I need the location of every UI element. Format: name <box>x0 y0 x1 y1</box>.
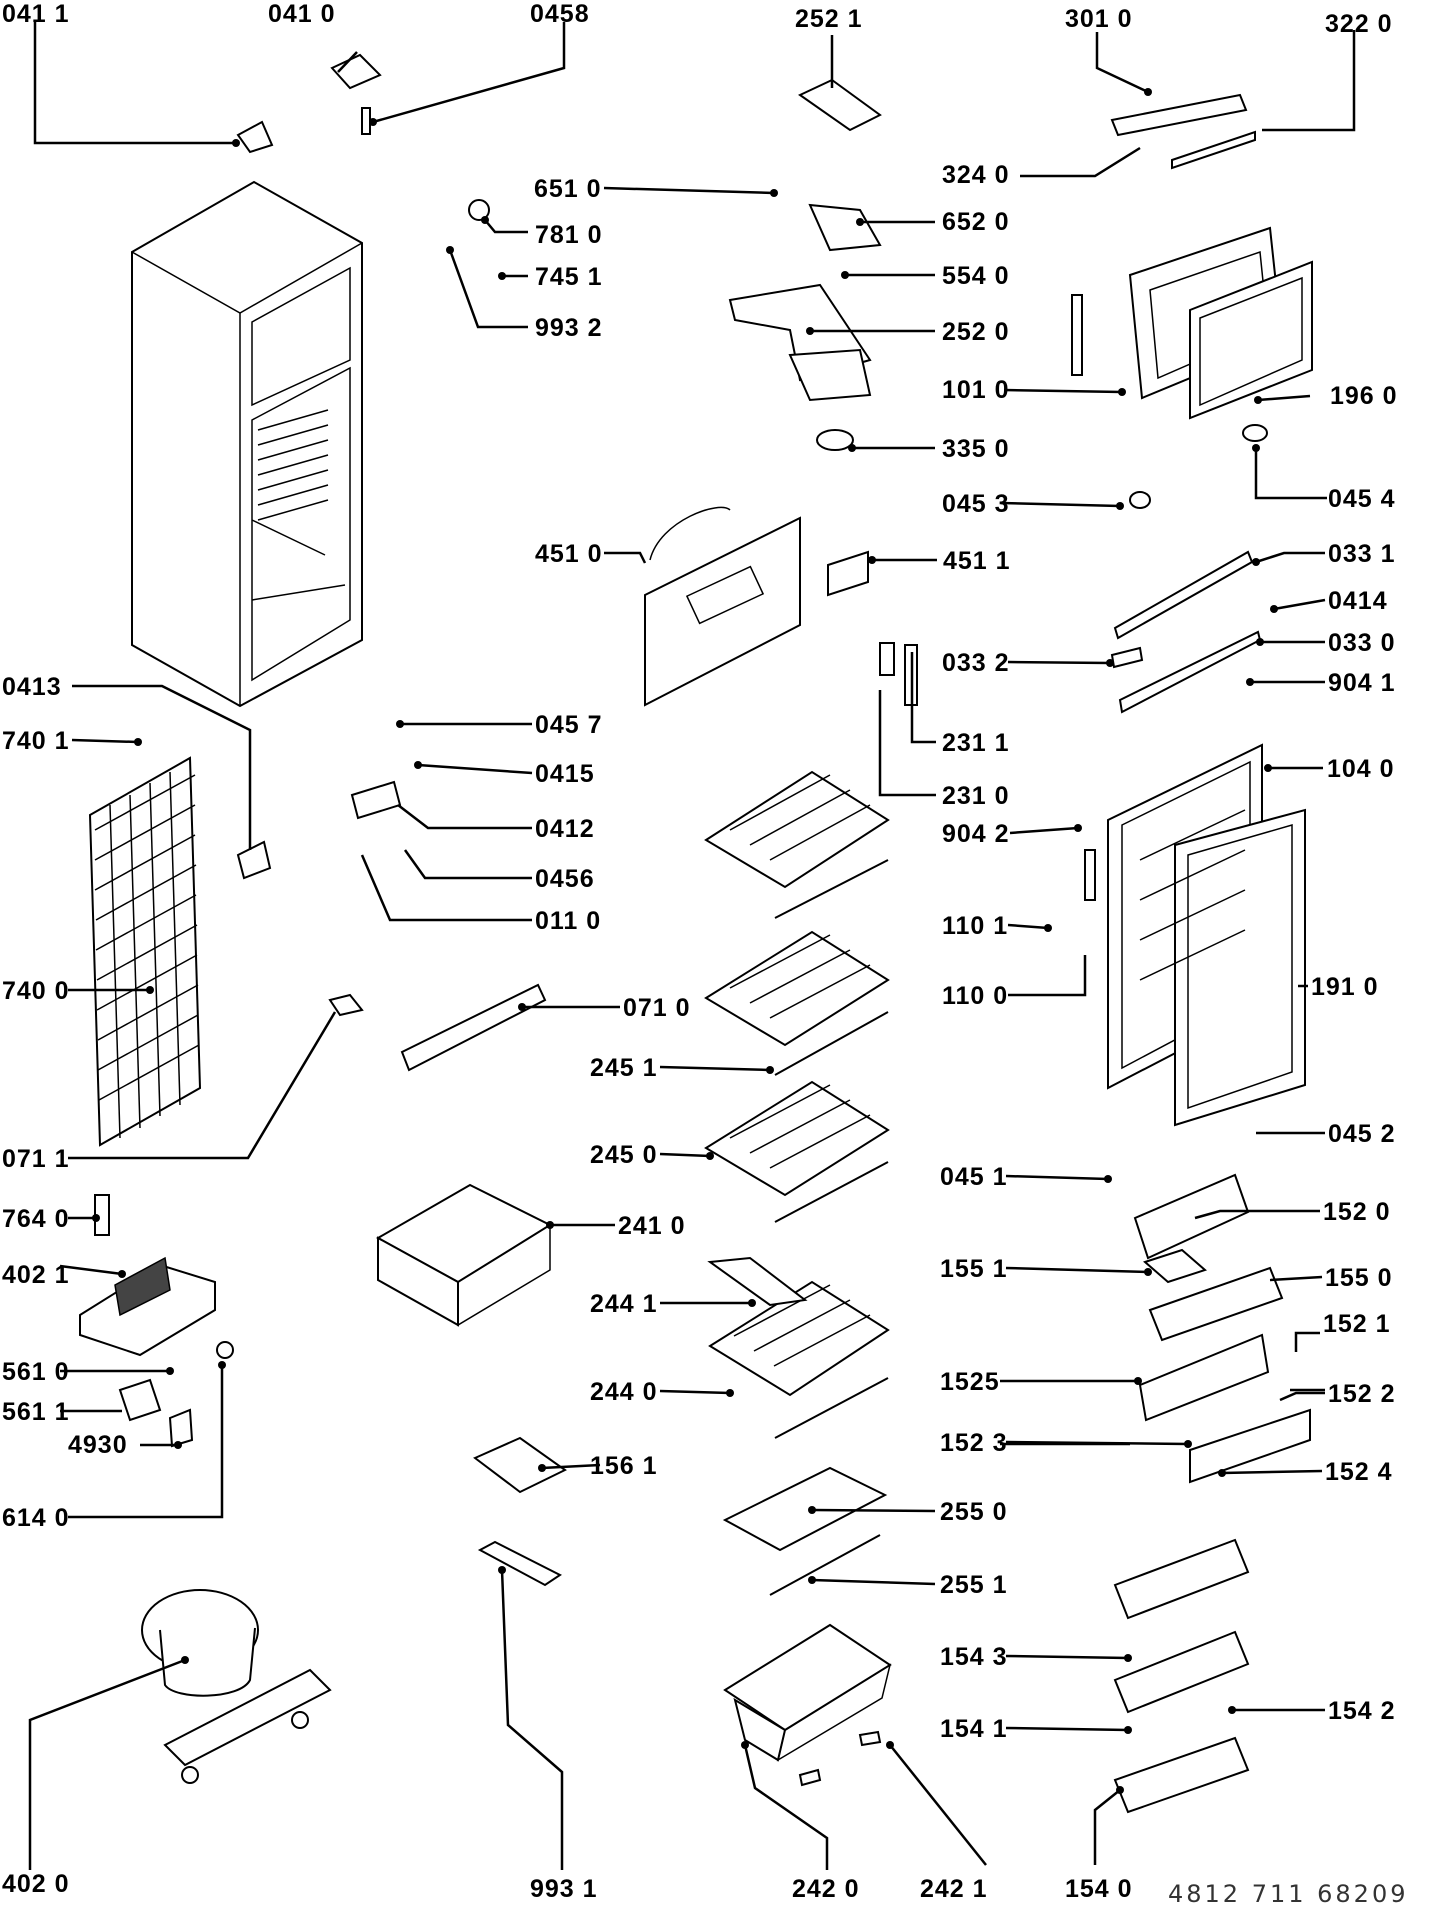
part-label-0412: 0412 <box>535 815 595 843</box>
part-label-2420: 242 0 <box>792 1875 860 1903</box>
part-label-3010: 301 0 <box>1065 5 1133 33</box>
control-parts-drawing <box>468 199 1268 509</box>
part-label-4020: 402 0 <box>2 1870 70 1898</box>
part-label-1520: 152 0 <box>1323 1198 1391 1226</box>
part-label-7400: 740 0 <box>2 977 70 1005</box>
part-label-2440: 244 0 <box>590 1378 658 1406</box>
part-label-0330: 033 0 <box>1328 629 1396 657</box>
part-label-7401: 740 1 <box>2 727 70 755</box>
part-label-3220: 322 0 <box>1325 10 1393 38</box>
part-label-1550: 155 0 <box>1325 1264 1393 1292</box>
crisper-drawing <box>722 1466 892 1787</box>
part-label-9042: 904 2 <box>942 820 1010 848</box>
part-label-2410: 241 0 <box>618 1212 686 1240</box>
part-label-5610: 561 0 <box>2 1358 70 1386</box>
part-label-2451: 245 1 <box>590 1054 658 1082</box>
part-label-1910: 191 0 <box>1311 973 1379 1001</box>
evaporator-drawing <box>644 506 869 707</box>
part-label-7810: 781 0 <box>535 221 603 249</box>
ice-tray-drawing <box>473 1436 567 1587</box>
part-label-0456: 0456 <box>535 865 595 893</box>
shelf-drawing <box>704 770 890 1439</box>
part-label-9041: 904 1 <box>1328 669 1396 697</box>
freezer-basket-drawing <box>375 1183 553 1327</box>
part-label-0458: 0458 <box>530 0 590 28</box>
part-label-9931: 993 1 <box>530 1875 598 1903</box>
part-label-1561: 156 1 <box>590 1452 658 1480</box>
part-label-5540: 554 0 <box>942 262 1010 290</box>
part-label-9932: 993 2 <box>535 314 603 342</box>
part-label-6520: 652 0 <box>942 208 1010 236</box>
part-label-7640: 764 0 <box>2 1205 70 1233</box>
door-rails-drawing <box>879 550 1262 714</box>
part-label-0411: 041 1 <box>2 0 70 28</box>
door-balconies-drawing <box>1113 1173 1311 1814</box>
fridge-door-drawing <box>1084 743 1306 1127</box>
part-label-2441: 244 1 <box>590 1290 658 1318</box>
document-number: 4812 711 68209 <box>1168 1880 1409 1908</box>
part-label-1540: 154 0 <box>1065 1875 1133 1903</box>
part-label-0457: 045 7 <box>535 711 603 739</box>
cabinet-drawing <box>131 180 363 708</box>
part-label-0710: 071 0 <box>623 994 691 1022</box>
part-label-2421: 242 1 <box>920 1875 988 1903</box>
part-label-0452: 045 2 <box>1328 1120 1396 1148</box>
part-label-2551: 255 1 <box>940 1571 1008 1599</box>
part-label-0331: 033 1 <box>1328 540 1396 568</box>
part-label-4021: 402 1 <box>2 1261 70 1289</box>
part-label-1522: 152 2 <box>1328 1380 1396 1408</box>
part-label-1101: 110 1 <box>942 912 1008 940</box>
leader-lines <box>28 22 1356 1870</box>
part-label-1040: 104 0 <box>1327 755 1395 783</box>
part-label-1523: 152 3 <box>940 1429 1008 1457</box>
part-label-0415: 0415 <box>535 760 595 788</box>
part-label-2311: 231 1 <box>942 729 1010 757</box>
part-label-1541: 154 1 <box>940 1715 1008 1743</box>
part-label-6140: 614 0 <box>2 1504 70 1532</box>
part-label-2310: 231 0 <box>942 782 1010 810</box>
part-label-1521: 152 1 <box>1323 1310 1391 1338</box>
part-label-0332: 033 2 <box>942 649 1010 677</box>
part-label-1010: 101 0 <box>942 376 1010 404</box>
part-label-4510: 451 0 <box>535 540 603 568</box>
part-label-1543: 154 3 <box>940 1643 1008 1671</box>
part-label-4511: 451 1 <box>943 547 1011 575</box>
part-label-1100: 110 0 <box>942 982 1008 1010</box>
part-label-0711: 071 1 <box>2 1145 70 1173</box>
condenser-drawing <box>88 756 202 1147</box>
drip-tray-drawing <box>79 1194 234 1448</box>
part-label-0453: 045 3 <box>942 490 1010 518</box>
part-label-1524: 152 4 <box>1325 1458 1393 1486</box>
part-label-7451: 745 1 <box>535 263 603 291</box>
part-label-0414: 0414 <box>1328 587 1388 615</box>
part-label-1525: 1525 <box>940 1368 1000 1396</box>
leader-dots <box>92 88 1278 1794</box>
compressor-drawing <box>141 1589 332 1784</box>
bracket-drawings <box>236 53 1256 1072</box>
part-label-3240: 324 0 <box>942 161 1010 189</box>
part-label-2550: 255 0 <box>940 1498 1008 1526</box>
part-label-1960: 196 0 <box>1330 382 1398 410</box>
part-label-0451: 045 1 <box>940 1163 1008 1191</box>
part-label-1551: 155 1 <box>940 1255 1008 1283</box>
part-label-0110: 011 0 <box>535 907 601 935</box>
part-label-4930: 4930 <box>68 1431 128 1459</box>
part-label-3350: 335 0 <box>942 435 1010 463</box>
part-label-2450: 245 0 <box>590 1141 658 1169</box>
part-label-0410: 041 0 <box>268 0 336 28</box>
part-label-2520: 252 0 <box>942 318 1010 346</box>
part-label-0413: 0413 <box>2 673 62 701</box>
part-label-1542: 154 2 <box>1328 1697 1396 1725</box>
part-label-5611: 561 1 <box>2 1398 70 1426</box>
part-label-2521: 252 1 <box>795 5 863 33</box>
part-label-0454: 045 4 <box>1328 485 1396 513</box>
part-label-6510: 651 0 <box>534 175 602 203</box>
freezer-door-drawing <box>1071 226 1313 420</box>
